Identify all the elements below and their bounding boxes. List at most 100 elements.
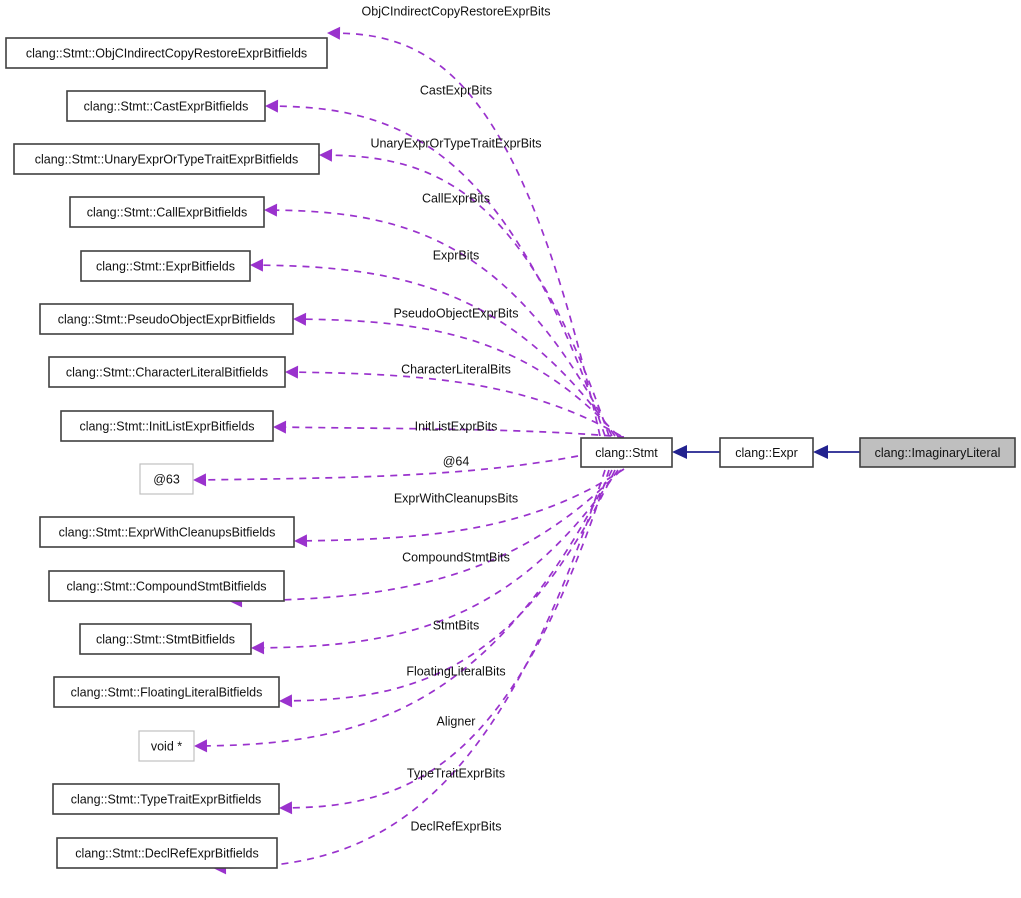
node-box-inner [721,439,812,466]
node-box[interactable] [48,570,285,602]
usage-edge-line [297,371,622,437]
usage-edge-line [331,154,610,437]
edge-label-e-cast: CastExprBits [420,83,492,97]
usage-edge-line [306,468,625,542]
node-box-inner [41,305,292,333]
nodes-layer: clang::Stmt::ObjCIndirectCopyRestoreExpr… [5,37,1016,869]
usage-edge-line [276,209,613,437]
node-initlist[interactable]: clang::Stmt::InitListExprBitfields [60,410,274,442]
node-box[interactable] [56,837,278,869]
edge-label-e-floatlit: FloatingLiteralBits [406,664,505,678]
node-box-inner [50,358,284,386]
usage-edge-line [305,318,619,437]
usage-edge-e-stmtbits [251,469,619,655]
node-stmt[interactable]: clang::Stmt [580,437,673,468]
node-pseudo[interactable]: clang::Stmt::PseudoObjectExprBitfields [39,303,294,335]
usage-arrowhead [285,365,299,379]
edge-label-e-objc: ObjCIndirectCopyRestoreExprBits [362,4,551,18]
node-at63[interactable]: @63 [139,463,194,495]
node-box[interactable] [580,437,673,468]
node-box[interactable] [13,143,320,175]
node-box[interactable] [69,196,265,228]
node-label: clang::Stmt::StmtBitfields [96,632,235,646]
node-label: clang::Stmt::CastExprBitfields [84,99,249,113]
edge-label-e-compound: CompoundStmtBits [402,550,510,564]
node-box[interactable] [66,90,266,122]
inheritance-arrowhead [813,445,828,459]
node-box[interactable] [138,730,195,762]
node-label: clang::Stmt::CharacterLiteralBitfields [66,365,268,379]
node-box-inner [7,39,326,67]
usage-edge-e-typetrait [279,469,610,815]
usage-edge-e-call [264,203,613,437]
usage-edge-line [241,469,622,602]
edge-labels-layer: ObjCIndirectCopyRestoreExprBitsCastExprB… [362,4,551,833]
node-box[interactable] [80,250,251,282]
node-box-inner [58,839,276,867]
usage-arrowhead [265,99,279,113]
usage-edge-line [291,469,616,702]
node-stmtbits[interactable]: clang::Stmt::StmtBitfields [79,623,252,655]
usage-edge-e-pseudo [293,312,619,437]
node-unary[interactable]: clang::Stmt::UnaryExprOrTypeTraitExprBit… [13,143,320,175]
node-box[interactable] [719,437,814,468]
node-box-inner [861,439,1014,466]
node-box[interactable] [859,437,1016,468]
usage-edge-e-unary [319,148,610,437]
node-compound[interactable]: clang::Stmt::CompoundStmtBitfields [48,570,285,602]
node-imaginary[interactable]: clang::ImaginaryLiteral [859,437,1016,468]
node-label: clang::Stmt::ObjCIndirectCopyRestoreExpr… [26,46,307,60]
node-label: clang::Stmt::FloatingLiteralBitfields [71,685,263,699]
edge-label-e-initlist: InitListExprBits [415,419,498,433]
usage-edge-e-objc [327,26,601,437]
node-objc[interactable]: clang::Stmt::ObjCIndirectCopyRestoreExpr… [5,37,328,69]
node-box[interactable] [39,516,295,548]
node-cast[interactable]: clang::Stmt::CastExprBitfields [66,90,266,122]
node-box[interactable] [52,783,280,815]
usage-edge-e-initlist [273,420,625,438]
node-box-inner [582,439,671,466]
usage-arrowhead [327,26,341,40]
usage-arrowhead [273,420,287,434]
usage-edge-line [205,455,579,481]
node-box-inner [54,785,278,813]
edge-label-e-aligner: Aligner [437,714,476,728]
node-exprnode[interactable]: clang::Expr [719,437,814,468]
node-cleanups[interactable]: clang::Stmt::ExprWithCleanupsBitfields [39,516,295,548]
node-label: @63 [153,472,180,486]
edge-label-e-call: CallExprBits [422,191,490,205]
node-label: clang::Stmt::ExprBitfields [96,259,235,273]
node-label: clang::Stmt::ExprWithCleanupsBitfields [59,525,276,539]
usage-arrowhead [319,148,333,162]
usage-arrowhead [193,473,207,487]
node-box[interactable] [79,623,252,655]
edge-label-e-stmtbits: StmtBits [433,618,480,632]
usage-edge-line [225,469,606,869]
edge-label-e-at64: @64 [443,454,470,468]
inheritance-arrowhead [672,445,687,459]
node-box[interactable] [48,356,286,388]
node-charlit[interactable]: clang::Stmt::CharacterLiteralBitfields [48,356,286,388]
node-box[interactable] [53,676,280,708]
node-floatlit[interactable]: clang::Stmt::FloatingLiteralBitfields [53,676,280,708]
node-box[interactable] [39,303,294,335]
usage-arrowhead [251,641,265,655]
node-box-inner [82,252,249,280]
node-declref[interactable]: clang::Stmt::DeclRefExprBitfields [56,837,278,869]
node-box[interactable] [60,410,274,442]
node-box-inner [55,678,278,706]
node-call[interactable]: clang::Stmt::CallExprBitfields [69,196,265,228]
node-box[interactable] [5,37,328,69]
node-box[interactable] [139,463,194,495]
usage-arrowhead [264,203,278,217]
node-voidptr[interactable]: void * [138,730,195,762]
node-box-inner [50,572,283,600]
edge-label-e-charlit: CharacterLiteralBits [401,362,511,376]
node-expr[interactable]: clang::Stmt::ExprBitfields [80,250,251,282]
usage-arrowhead [194,739,208,753]
usage-arrowhead [294,534,308,548]
node-typetrait[interactable]: clang::Stmt::TypeTraitExprBitfields [52,783,280,815]
usage-edge-line [285,426,625,438]
